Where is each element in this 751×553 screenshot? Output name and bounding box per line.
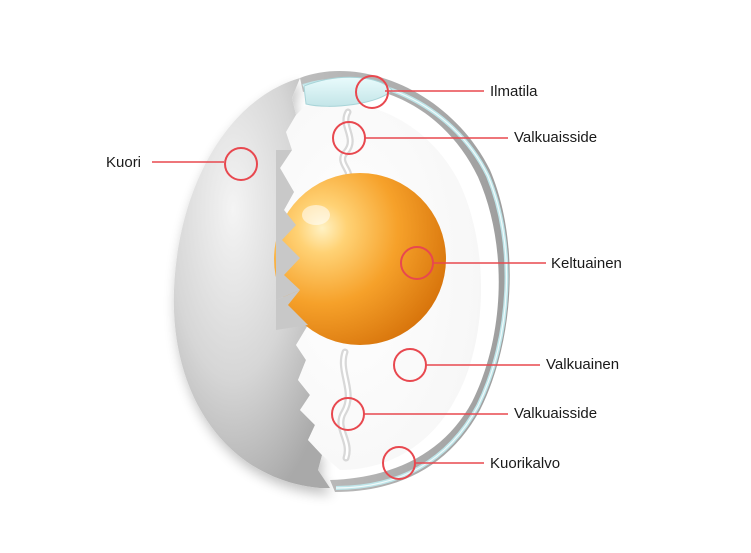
label-valkuaisside-top: Valkuaisside xyxy=(514,129,598,146)
label-ilmatila: Ilmatila xyxy=(490,83,538,100)
shell-membrane xyxy=(302,78,509,490)
marker-valkuaisside-bottom xyxy=(331,397,365,431)
marker-kuori xyxy=(224,147,258,181)
label-kuori: Kuori xyxy=(106,154,142,171)
label-kuorikalvo: Kuorikalvo xyxy=(490,455,561,472)
marker-circles xyxy=(224,75,434,480)
marker-keltuainen xyxy=(400,246,434,280)
label-keltuainen: Keltuainen xyxy=(551,255,622,272)
label-valkuainen: Valkuainen xyxy=(546,356,620,373)
marker-valkuainen xyxy=(393,348,427,382)
yolk xyxy=(274,173,446,345)
chalaza-top xyxy=(339,108,354,182)
label-valkuaisside-bottom: Valkuaisside xyxy=(514,405,598,422)
marker-valkuaisside-top xyxy=(332,121,366,155)
shell-outer xyxy=(173,78,330,488)
shell-cut-edge xyxy=(276,150,308,330)
marker-kuorikalvo xyxy=(382,446,416,480)
leader-lines xyxy=(152,90,546,464)
air-cell xyxy=(303,76,393,107)
marker-ilmatila xyxy=(355,75,389,109)
chalaza-bottom xyxy=(337,348,352,462)
